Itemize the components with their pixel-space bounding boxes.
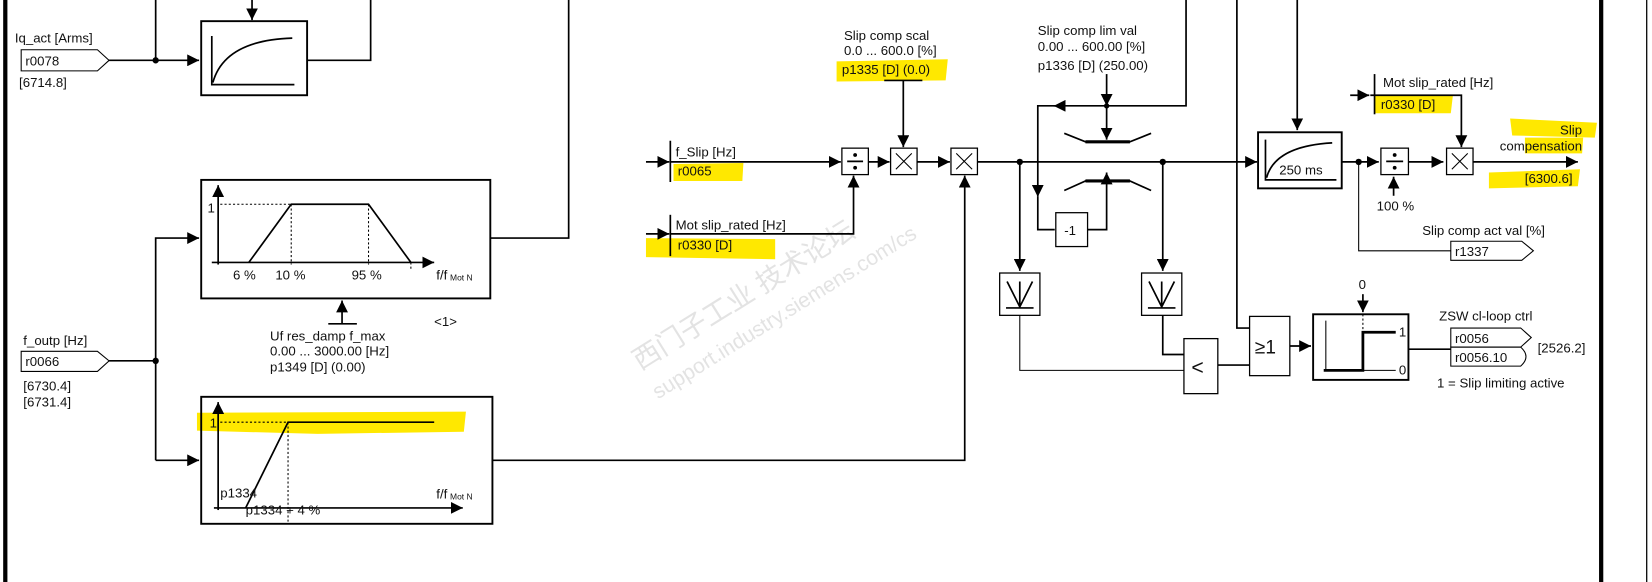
slip-comp-lim-name: Slip comp lim val	[1038, 23, 1137, 38]
ramp-x-sub: Mot N	[450, 491, 473, 501]
filter-250ms-block: 250 ms	[1257, 131, 1343, 190]
divide-block-1	[841, 147, 869, 176]
f-outp-label: f_outp [Hz]	[23, 333, 87, 348]
r0330-text-2: r0330 [D]	[1381, 97, 1435, 112]
r0056-connector[interactable]: r0056	[1450, 327, 1533, 348]
f-outp-wires	[109, 357, 200, 467]
mid-wires	[645, 79, 950, 240]
r1337-text: r1337	[1455, 244, 1489, 259]
r0066-connector[interactable]: r0066	[20, 350, 110, 372]
slip-comp-out-line2: compensation	[1500, 138, 1582, 153]
slip-comp-lim-range: 0.00 ... 600.00 [%]	[1038, 39, 1145, 54]
multiply-block-2	[950, 147, 979, 176]
trapezoid-block: 1 6 % 10 % 95 % f/f Mot N	[200, 178, 492, 300]
percent-100-text: 100 %	[1377, 199, 1415, 214]
right-wires	[1341, 89, 1578, 351]
filter-time-text: 250 ms	[1279, 163, 1323, 178]
step-low-text: 0	[1399, 363, 1406, 378]
iq-act-label: Iq_act [Arms]	[15, 30, 93, 45]
slip-comp-out-line1: Slip	[1560, 122, 1582, 137]
ramp-y-label: 1	[210, 416, 217, 431]
negate-block: -1	[1055, 212, 1089, 248]
mot-slip-rated-label: Mot slip_rated [Hz]	[676, 218, 786, 233]
r0065-text: r0065	[678, 164, 712, 179]
p1335-param[interactable]: p1335 [D] (0.0)	[842, 62, 930, 77]
trap-tick-10: 10 %	[275, 267, 305, 282]
negate-text: -1	[1064, 223, 1076, 238]
divide-block-2	[1380, 147, 1410, 176]
p1349-param[interactable]: p1349 [D] (0.00)	[270, 359, 366, 374]
iq-wires	[109, 0, 372, 67]
slip-comp-out-ref: [6300.6]	[1525, 171, 1573, 186]
compare-block: <	[1183, 337, 1219, 395]
trap-wires	[154, 0, 570, 461]
ramp-tick-p1334: p1334	[220, 485, 257, 500]
r0330-text: r0330 [D]	[678, 238, 732, 253]
multiply-block-3	[1445, 147, 1474, 176]
slip-compensation-output[interactable]: Slip compensation [6300.6]	[1500, 122, 1582, 186]
or-text: ≥1	[1255, 337, 1276, 358]
slip-comp-scal-name: Slip comp scal	[844, 28, 929, 43]
step-block: 0 1 0	[1312, 277, 1410, 381]
zsw-ref: [2526.2]	[1538, 340, 1586, 355]
trap-x-sub: Mot N	[450, 272, 473, 282]
threshold-block-right	[1140, 272, 1183, 316]
mot-slip-rated-input-2[interactable]: Mot slip_rated [Hz] r0330 [D]	[1373, 74, 1494, 115]
p1336-param[interactable]: p1336 [D] (250.00)	[1038, 58, 1148, 73]
ramp-x-label: f/f	[436, 486, 447, 501]
r0056-10-text: r0056.10	[1455, 350, 1507, 365]
r0056-text: r0056	[1455, 331, 1489, 346]
zsw-note: 1 = Slip limiting active	[1437, 375, 1565, 390]
zsw-label: ZSW cl-loop ctrl	[1439, 309, 1532, 324]
step-high-text: 1	[1399, 325, 1406, 340]
r0056-10-connector[interactable]: r0056.10	[1450, 346, 1527, 367]
r1337-connector[interactable]: r1337	[1450, 240, 1535, 261]
f-slip-input[interactable]: f_Slip [Hz] r0065	[669, 140, 736, 183]
f-outp-ref1: [6730.4]	[23, 378, 71, 393]
slip-comp-act-val-label: Slip comp act val [%]	[1422, 223, 1545, 238]
f-outp-ref2: [6731.4]	[23, 394, 71, 409]
multiply-block-1	[889, 147, 918, 176]
mot-slip-rated-input[interactable]: Mot slip_rated [Hz] r0330 [D]	[669, 214, 786, 257]
trap-x-label: f/f	[436, 267, 447, 282]
trap-y-label: 1	[208, 201, 215, 216]
slip-comp-scal-range: 0.0 ... 600.0 [%]	[844, 43, 937, 58]
or-block: ≥1	[1248, 315, 1291, 377]
trap-tick-6: 6 %	[233, 267, 256, 282]
iq-act-ref: [6714.8]	[19, 75, 67, 90]
limiter-symbol	[1063, 132, 1152, 192]
ramp-output-wire	[492, 175, 971, 462]
compare-text: <	[1191, 357, 1203, 380]
footnote-1: <1>	[434, 314, 457, 329]
mot-slip-rated-label-2: Mot slip_rated [Hz]	[1383, 75, 1493, 90]
limiter-wires	[977, 0, 1304, 371]
iq-filter-block	[200, 20, 309, 97]
trap-tick-95: 95 %	[352, 267, 382, 282]
threshold-block-left	[999, 272, 1041, 316]
f-slip-label: f_Slip [Hz]	[676, 145, 736, 160]
uf-res-damp-range: 0.00 ... 3000.00 [Hz]	[270, 344, 389, 359]
r0078-connector[interactable]: r0078	[20, 49, 110, 72]
r0078-text: r0078	[25, 54, 59, 69]
r0066-text: r0066	[25, 354, 59, 369]
ramp-tick-p1334-4: p1334 + 4 %	[246, 502, 321, 517]
step-threshold-text: 0	[1359, 277, 1366, 292]
uf-res-damp-name: Uf res_damp f_max	[270, 329, 386, 344]
